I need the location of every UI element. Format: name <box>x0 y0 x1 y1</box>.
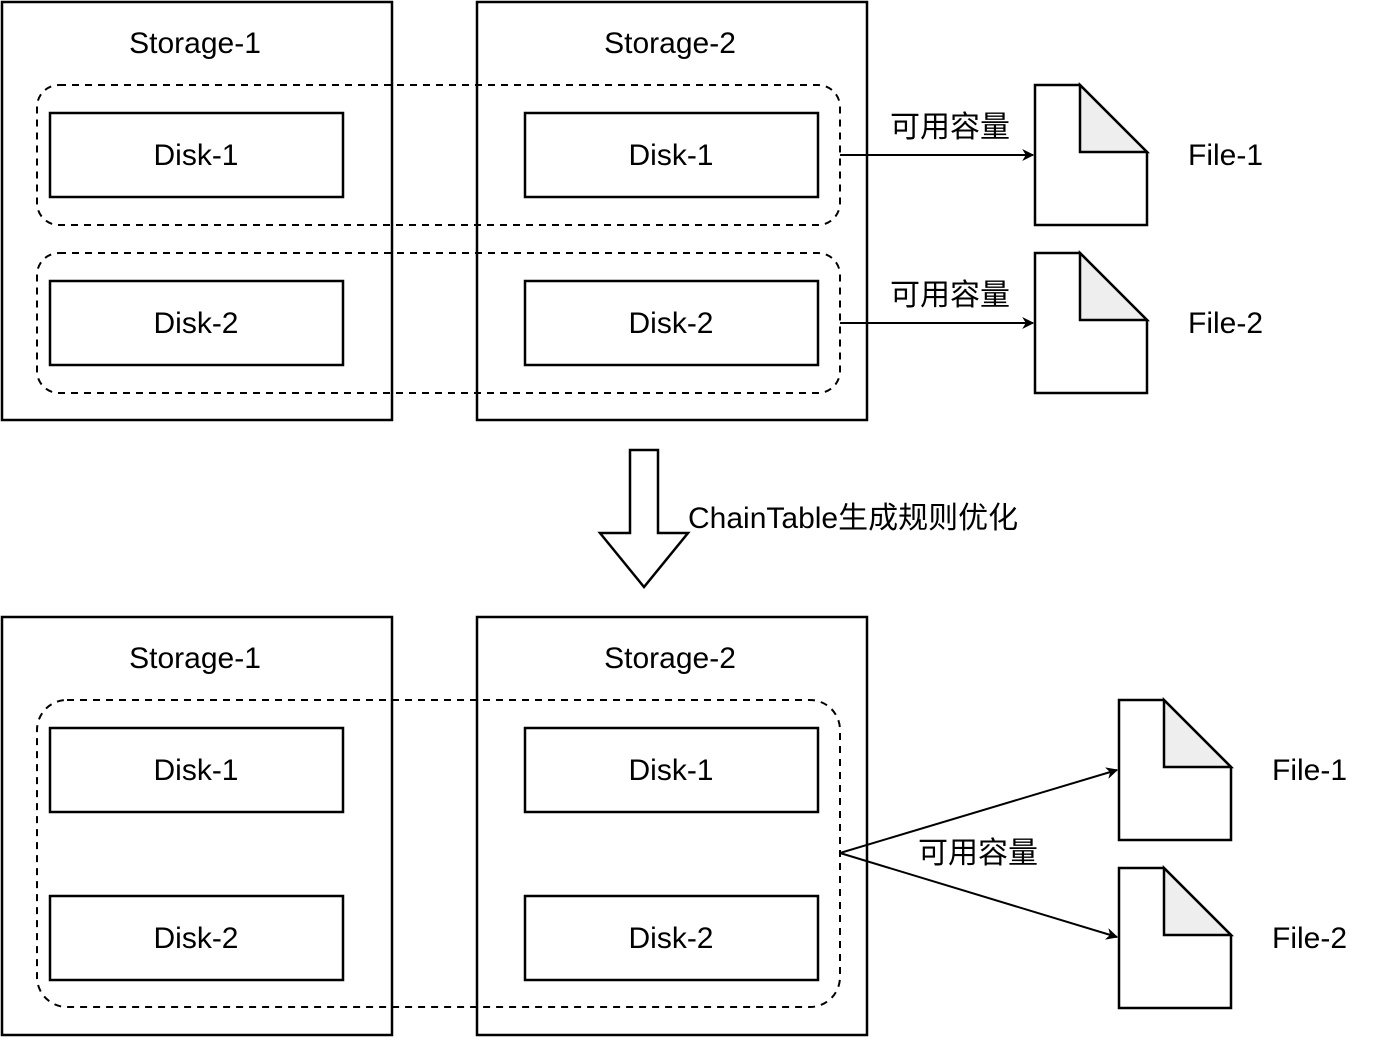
top-s1-disk-1-label: Disk-1 <box>153 139 238 172</box>
bottom-file-2-icon <box>1117 864 1235 1010</box>
bottom-s1-disk-2-label: Disk-2 <box>153 922 238 955</box>
top-s1-disk-2 <box>48 279 345 367</box>
bottom-arrow-2 <box>839 852 1119 940</box>
bottom-s2-disk-2 <box>523 894 820 982</box>
bottom-s2-disk-2-label: Disk-2 <box>628 922 713 955</box>
bottom-file-1-label: File-1 <box>1272 754 1347 787</box>
down-arrow-icon <box>597 448 691 589</box>
top-file-2-icon <box>1033 249 1151 395</box>
bottom-file-1-icon <box>1117 696 1235 842</box>
top-s2-disk-1 <box>523 111 820 199</box>
top-file-1-icon <box>1033 81 1151 227</box>
top-s2-disk-2-label: Disk-2 <box>628 307 713 340</box>
top-s2-disk-2 <box>523 279 820 367</box>
top-chain-group-1 <box>36 84 841 226</box>
top-s1-disk-1 <box>48 111 345 199</box>
top-s2-disk-1-label: Disk-1 <box>628 139 713 172</box>
bottom-storage-2-label: Storage-2 <box>604 642 736 675</box>
top-storage-2-label: Storage-2 <box>604 27 736 60</box>
bottom-s2-disk-1-label: Disk-1 <box>628 754 713 787</box>
top-file-1-label: File-1 <box>1188 139 1263 172</box>
transition: ChainTable生成规则优化 <box>597 448 1018 589</box>
top-arrow-2-label: 可用容量 <box>890 279 1010 312</box>
bottom-s2-disk-1 <box>523 726 820 814</box>
top-file-2-label: File-2 <box>1188 307 1263 340</box>
top-s1-disk-2-label: Disk-2 <box>153 307 238 340</box>
bottom-arrow-label: 可用容量 <box>918 837 1038 870</box>
bottom-s1-disk-2 <box>48 894 345 982</box>
top-storage-1-label: Storage-1 <box>129 27 261 60</box>
bottom-s1-disk-1-label: Disk-1 <box>153 754 238 787</box>
bottom-file-2-label: File-2 <box>1272 922 1347 955</box>
top-arrow-1-label: 可用容量 <box>890 111 1010 144</box>
top-chain-group-2 <box>36 252 841 394</box>
bottom-s1-disk-1 <box>48 726 345 814</box>
bottom-storage-1-label: Storage-1 <box>129 642 261 675</box>
top-section: Storage-1 Storage-2 Disk-1 Disk-2 Disk-1… <box>0 0 1263 422</box>
bottom-section: Storage-1 Storage-2 Disk-1 Disk-2 Disk-1… <box>0 615 1347 1037</box>
transition-label: ChainTable生成规则优化 <box>688 502 1018 535</box>
bottom-arrow-1 <box>839 767 1119 854</box>
